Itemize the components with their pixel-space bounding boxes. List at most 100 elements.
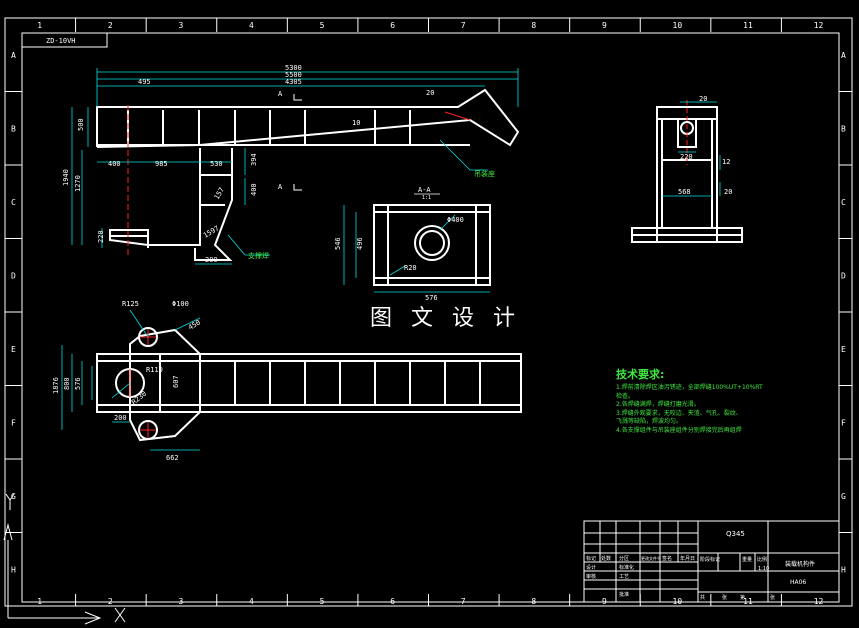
dim-span: 4305: [285, 78, 302, 86]
plan-dim-662: 662: [166, 454, 179, 462]
border-frame: [4, 17, 853, 607]
drawing-number: ZD-10VH: [46, 37, 76, 45]
zone-row-label-F-left: F: [11, 418, 16, 427]
plan-dim-r110: R110: [146, 366, 163, 374]
title-stage-h2: 比例: [757, 556, 767, 563]
zone-row-label-D-right: D: [841, 271, 846, 280]
title-col-h1: 处数: [601, 555, 611, 562]
zone-row-label-C-left: C: [11, 198, 16, 207]
title-role-0: 设计: [586, 564, 596, 571]
title-stage-h1: 重量: [742, 556, 752, 563]
zone-col-label-9-top: 9: [602, 21, 607, 30]
zone-row-label-D-left: D: [11, 271, 16, 280]
zone-col-label-5-bottom: 5: [320, 597, 325, 606]
zone-col-label-11-top: 11: [743, 21, 753, 30]
zone-col-label-10-top: 10: [673, 21, 683, 30]
side-dim-inner: 220: [680, 153, 693, 161]
watermark-text: 图 文 设 计: [370, 306, 521, 331]
zone-col-label-9-bottom: 9: [602, 597, 607, 606]
plan-dim-607: 607: [172, 375, 180, 388]
side-dim-568: 568: [678, 188, 691, 196]
title-role-4: 批准: [619, 591, 629, 598]
label-lifting-point: 吊装座: [474, 169, 495, 178]
zone-row-label-A-right: A: [841, 51, 846, 60]
zone-col-label-4-top: 4: [249, 21, 254, 30]
tech-line-5: 飞溅等缺陷，焊波均匀。: [616, 418, 683, 425]
side-dim-12: 12: [722, 158, 730, 166]
zone-row-label-F-right: F: [841, 418, 846, 427]
tech-line-6: 4.各支撑组件与吊装座组件分别焊接完后再组焊: [616, 426, 742, 434]
dim-leg-v1: 394: [250, 153, 258, 166]
dim-left-stub: 400: [108, 160, 121, 168]
section-dim-w: 576: [425, 294, 438, 302]
dim-beam-len: 985: [155, 160, 168, 168]
dim-top-small: 20: [426, 89, 434, 97]
zone-row-label-E-right: E: [841, 345, 846, 354]
dim-left-off: 495: [138, 78, 151, 86]
title-material: Q345: [726, 530, 745, 538]
zone-row-label-B-left: B: [11, 124, 16, 133]
title-block: [583, 520, 840, 603]
tech-line-4: 3.焊缝外观要求，无咬边、夹渣、气孔、裂纹、: [616, 409, 742, 417]
side-view: 20 220 12 568 20: [631, 95, 743, 243]
plan-dim-phi100: Φ100: [172, 300, 189, 308]
zone-col-label-5-top: 5: [320, 21, 325, 30]
title-sheet-3: 张: [770, 594, 775, 601]
dim-mid: 5500: [285, 71, 302, 79]
dim-h1270: 1270: [74, 175, 82, 192]
plan-dim-1876: 1876: [52, 377, 60, 394]
title-col-h4: 签名: [662, 555, 672, 562]
section-mark-top: A: [278, 90, 283, 98]
label-support-weld: 支撑焊: [248, 251, 269, 260]
section-dim-h1: 546: [334, 237, 342, 250]
tech-title: 技术要求:: [616, 368, 665, 381]
title-scale: 1:10: [758, 566, 769, 572]
title-role-3: 工艺: [619, 574, 629, 580]
zone-col-label-6-top: 6: [390, 21, 395, 30]
title-col-h3: 更改文件号: [641, 555, 661, 561]
title-sheet-0: 共: [700, 594, 705, 601]
dim-overall: 5300: [285, 64, 302, 72]
title-col-h0: 标记: [586, 555, 596, 562]
zone-col-label-3-bottom: 3: [178, 597, 183, 606]
zone-col-label-11-bottom: 11: [743, 597, 753, 606]
section-dim-hole: Φ400: [447, 216, 464, 224]
zone-row-label-B-right: B: [841, 124, 846, 133]
dim-leg-v2: 400: [250, 183, 258, 196]
zone-col-label-1-top: 1: [37, 21, 42, 30]
section-title: A-A: [418, 186, 431, 194]
zone-col-label-7-bottom: 7: [461, 597, 466, 606]
zone-row-label-H-left: H: [11, 565, 16, 574]
title-stage-h0: 阶段标记: [700, 556, 720, 563]
dim-leg-bot: 200: [205, 256, 218, 264]
zone-col-label-2-bottom: 2: [108, 597, 113, 606]
section-mark-bottom: A: [278, 183, 283, 191]
section-dim-h2: 496: [356, 237, 364, 250]
zone-row-label-G-right: G: [841, 492, 846, 501]
title-part-name: 装载机构件: [785, 560, 815, 568]
zone-col-label-4-bottom: 4: [249, 597, 254, 606]
zone-col-label-2-top: 2: [108, 21, 113, 30]
plan-dim-r125: R125: [122, 300, 139, 308]
zone-row-label-C-right: C: [841, 198, 846, 207]
tech-line-3: 2.各焊缝满焊，焊缝打磨光滑。: [616, 401, 700, 408]
technical-requirements: 技术要求: 1.焊前清除焊区油污锈迹，全部焊缝100%UT+10%RT 检查。 …: [616, 366, 826, 435]
section-dim-r: R20: [404, 264, 417, 272]
zone-col-label-8-top: 8: [531, 21, 536, 30]
side-dim-20: 20: [724, 188, 732, 196]
title-sheet-2: 第: [740, 594, 745, 601]
zone-col-label-1-bottom: 1: [37, 597, 42, 606]
plan-dim-r230: R230: [130, 390, 148, 407]
dim-leg-mid: 157: [213, 186, 226, 201]
zone-col-label-6-bottom: 6: [390, 597, 395, 606]
plan-dim-800: 800: [63, 377, 71, 390]
title-company: HA06: [790, 579, 806, 586]
plan-dim-200: 200: [114, 414, 127, 422]
tech-line-1: 1.焊前清除焊区油污锈迹，全部焊缝100%UT+10%RT: [616, 384, 763, 391]
dim-left-h: 500: [77, 118, 85, 131]
dim-foot: 220: [97, 230, 105, 243]
zone-col-label-12-top: 12: [814, 21, 824, 30]
plan-dim-576: 576: [74, 377, 82, 390]
zone-row-label-G-left: G: [11, 492, 16, 501]
